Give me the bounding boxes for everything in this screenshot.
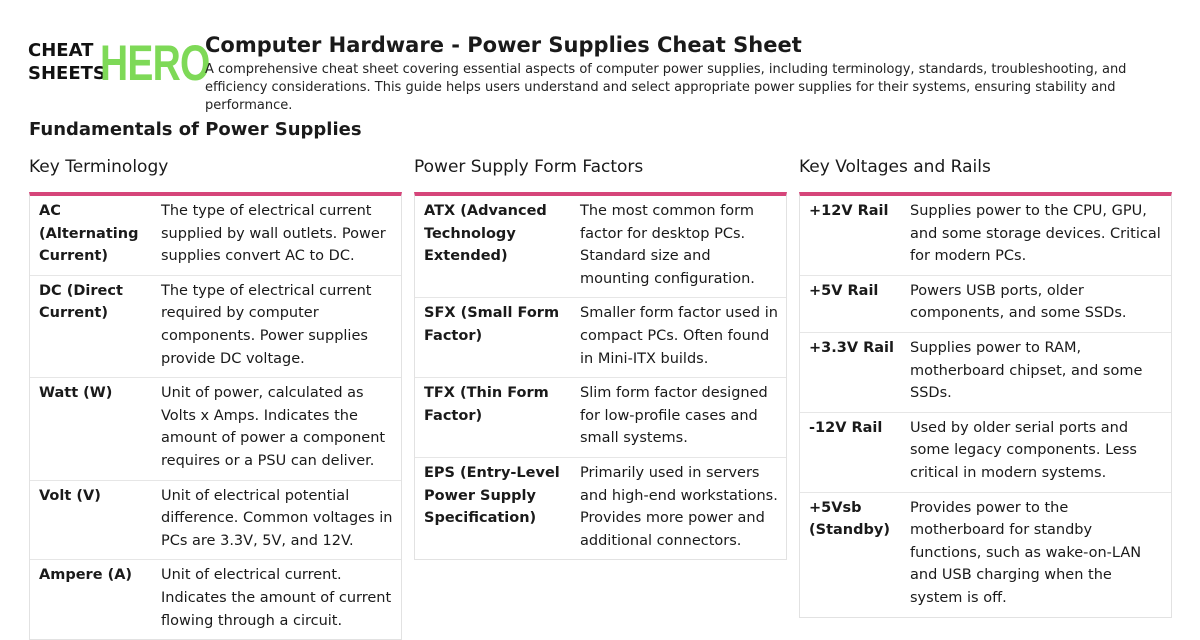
logo-hero: HERO <box>100 35 210 91</box>
definition: The most common form factor for desktop … <box>580 203 755 287</box>
term: +12V Rail <box>809 203 889 219</box>
logo-sheets: SHEETS <box>28 63 106 84</box>
term: Volt (V) <box>39 487 101 504</box>
table-row: Ampere (A) Unit of electrical current. In… <box>30 560 401 639</box>
table-row: TFX (Thin Form Factor) Slim form factor d… <box>415 378 786 458</box>
term: +5Vsb (Standby) <box>809 499 890 539</box>
table-row: +3.3V Rail Supplies power to RAM, motherb… <box>800 333 1171 413</box>
table-row: DC (Direct Current) The type of electrica… <box>30 276 401 379</box>
definition: Smaller form factor used in compact PCs.… <box>580 305 778 367</box>
definition: Provides power to the motherboard for st… <box>910 499 1142 606</box>
table-row: Watt (W) Unit of power, calculated as Vol… <box>30 378 401 481</box>
term: TFX (Thin Form Factor) <box>424 385 549 424</box>
column-heading: Key Terminology <box>29 157 169 177</box>
definition: Supplies power to the CPU, GPU, and some… <box>910 203 1161 265</box>
table-row: ATX (Advanced Technology Extended) The mo… <box>415 196 786 299</box>
table-row: SFX (Small Form Factor) Smaller form fact… <box>415 298 786 379</box>
term: AC (Alternating Current) <box>39 203 139 265</box>
table-row: AC (Alternating Current) The type of elec… <box>30 196 401 276</box>
definition: Unit of electrical potential difference.… <box>161 487 393 549</box>
definition: Unit of electrical current. Indicates th… <box>161 567 392 629</box>
term: SFX (Small Form Factor) <box>424 305 560 344</box>
table-row: Volt (V) Unit of electrical potential dif… <box>30 481 401 561</box>
term: +3.3V Rail <box>809 339 894 356</box>
column-heading: Power Supply Form Factors <box>414 157 644 177</box>
definition: Slim form factor designed for low-profil… <box>580 385 768 447</box>
page-description: A comprehensive cheat sheet covering ess… <box>205 62 1127 113</box>
definition: Used by older serial ports and some lega… <box>910 419 1137 481</box>
page-title: Computer Hardware - Power Supplies Cheat… <box>205 33 802 57</box>
section-title: Fundamentals of Power Supplies <box>29 119 362 140</box>
cheatsheets-hero-logo: CHEAT SHEETS HERO <box>28 38 210 90</box>
term: +5V Rail <box>809 282 879 299</box>
table-row: EPS (Entry-Level Power Supply Specificat… <box>415 458 786 559</box>
logo-cheat: CHEAT <box>28 40 94 61</box>
definition: The type of electrical current required … <box>161 282 372 367</box>
definition: Supplies power to RAM, motherboard chips… <box>910 339 1143 402</box>
term-table: AC (Alternating Current) The type of elec… <box>29 192 402 640</box>
table-row: +5V Rail Powers USB ports, older componen… <box>800 276 1171 333</box>
column-heading: Key Voltages and Rails <box>799 157 991 177</box>
term: ATX (Advanced Technology Extended) <box>424 203 547 265</box>
table-row: -12V Rail Used by older serial ports and … <box>800 413 1171 493</box>
term: Ampere (A) <box>39 567 133 584</box>
column-0: Key Terminology AC (Alternating Current) T… <box>29 157 402 640</box>
term: EPS (Entry-Level Power Supply Specificat… <box>424 464 560 527</box>
term: -12V Rail <box>809 419 883 436</box>
definition: The type of electrical current supplied … <box>161 203 386 265</box>
table-row: +12V Rail Supplies power to the CPU, GPU,… <box>800 196 1171 276</box>
table-row: +5Vsb (Standby) Provides power to the mot… <box>800 493 1171 617</box>
definition: Powers USB ports, older components, and … <box>910 282 1127 322</box>
term-table: ATX (Advanced Technology Extended) The mo… <box>414 192 787 561</box>
term: Watt (W) <box>39 385 113 402</box>
definition: Unit of power, calculated as Volts x Amp… <box>161 385 386 469</box>
definition: Primarily used in servers and high-end w… <box>580 464 778 549</box>
term-table: +12V Rail Supplies power to the CPU, GPU,… <box>799 192 1172 618</box>
term: DC (Direct Current) <box>39 282 123 322</box>
